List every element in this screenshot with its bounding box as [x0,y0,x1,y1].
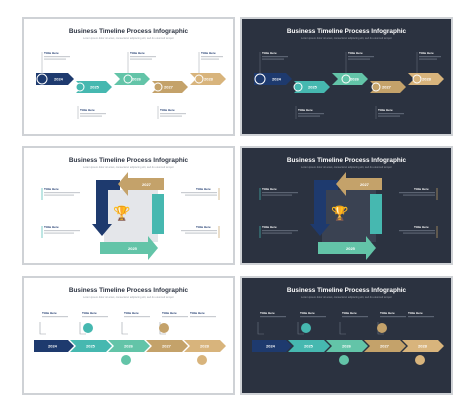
item-title: Tittle Here [348,51,363,55]
item-title: Tittle Here [124,311,139,315]
item-title: Tittle Here [196,187,211,191]
year-label: 2024 [272,77,282,82]
item-title: Tittle Here [342,311,357,315]
year-label: 2028 [200,344,210,349]
year-label: 2027 [360,182,370,187]
slide-subtitle: Lorem ipsum dolor sit amet, consectetur … [301,37,392,40]
slide-subtitle: Lorem ipsum dolor sit amet, consectetur … [83,296,174,299]
item-title: Tittle Here [260,311,275,315]
slide-1-light-arrow-timeline[interactable]: Business Timeline Process Infographic Lo… [22,17,235,136]
slide-subtitle: Lorem ipsum dolor sit amet, consectetur … [83,166,174,169]
item-title: Tittle Here [298,108,313,112]
item-title: Tittle Here [44,187,59,191]
svg-text:🏆: 🏆 [113,205,131,222]
slide-5-light-circle-timeline[interactable]: Business Timeline Process Infographic Lo… [22,276,235,395]
slide-title: Business Timeline Process Infographic [68,287,189,294]
circle-timeline-graphic: 2024 2025 2026 2027 2028 Tittle Here Tit… [252,311,444,365]
slide-6-dark-circle-timeline[interactable]: Business Timeline Process Infographic Lo… [240,276,453,395]
item-title: Tittle Here [196,225,211,229]
svg-text:🏆: 🏆 [331,205,349,222]
item-title: Tittle Here [378,108,393,112]
slide-title: Business Timeline Process Infographic [68,157,189,164]
year-label: 2028 [422,77,432,82]
item-title: Tittle Here [82,311,97,315]
item-title: Tittle Here [262,51,277,55]
year-label: 2027 [380,344,390,349]
slide-3-light-cycle[interactable]: Business Timeline Process Infographic Lo… [22,146,235,265]
item-title: Tittle Here [44,51,59,55]
year-label: 2027 [162,344,172,349]
item-title: Tittle Here [44,225,59,229]
item-title: Tittle Here [300,311,315,315]
year-label: 2024 [48,344,58,349]
year-label: 2025 [304,344,314,349]
slide-title: Business Timeline Process Infographic [286,28,407,35]
year-label: 2027 [382,85,392,90]
item-title: Tittle Here [201,51,216,55]
item-title: Tittle Here [380,311,395,315]
year-label: 2025 [308,85,318,90]
item-title: Tittle Here [414,187,429,191]
slide-title: Business Timeline Process Infographic [286,157,407,164]
year-label: 2025 [86,344,96,349]
slide-subtitle: Lorem ipsum dolor sit amet, consectetur … [301,166,392,169]
year-label: 2025 [128,246,138,251]
year-label: 2024 [266,344,276,349]
slide-title: Business Timeline Process Infographic [286,287,407,294]
year-label: 2026 [350,77,360,82]
year-label: 2025 [346,246,356,251]
slide-title: Business Timeline Process Infographic [68,28,189,35]
item-title: Tittle Here [160,108,175,112]
item-title: Tittle Here [130,51,145,55]
slide-subtitle: Lorem ipsum dolor sit amet, consectetur … [301,296,392,299]
cycle-graphic: 🏆 2027 2025 Tittle Here Tittle Here Titt… [41,172,220,260]
slide-subtitle: Lorem ipsum dolor sit amet, consectetur … [83,37,174,40]
item-title: Tittle Here [42,311,57,315]
cycle-graphic: 🏆 2027 2025 Tittle Here Tittle Here Titt… [259,172,438,260]
slide-2-dark-arrow-timeline[interactable]: Business Timeline Process Infographic Lo… [240,17,453,136]
item-title: Tittle Here [262,187,277,191]
item-title: Tittle Here [162,311,177,315]
year-label: 2026 [132,77,142,82]
item-title: Tittle Here [419,51,434,55]
year-label: 2025 [90,85,100,90]
arrow-timeline-graphic: 2024 2025 2026 2027 2028 Tittle Here Tit… [36,51,226,119]
year-label: 2026 [124,344,134,349]
year-label: 2027 [142,182,152,187]
item-title: Tittle Here [408,311,423,315]
item-title: Tittle Here [80,108,95,112]
circle-timeline-graphic: 2024 2025 2026 2027 2028 Tittle Here Tit… [34,311,226,365]
item-title: Tittle Here [190,311,205,315]
item-title: Tittle Here [414,225,429,229]
year-label: 2028 [204,77,214,82]
year-label: 2027 [164,85,174,90]
year-label: 2024 [54,77,64,82]
slide-4-dark-cycle[interactable]: Business Timeline Process Infographic Lo… [240,146,453,265]
year-label: 2026 [342,344,352,349]
arrow-timeline-graphic: 2024 2025 2026 2027 2028 Tittle Here Tit… [254,51,444,119]
year-label: 2028 [418,344,428,349]
item-title: Tittle Here [262,225,277,229]
